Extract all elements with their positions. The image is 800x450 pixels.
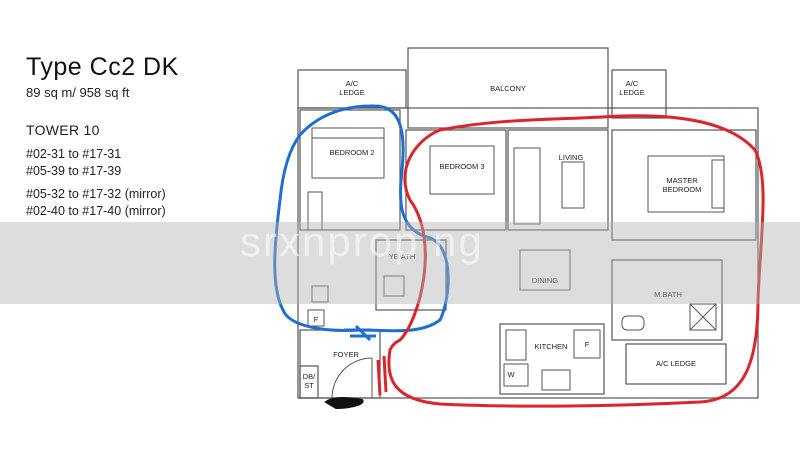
shower (689, 303, 717, 331)
label-bedroom3: BEDROOM 3 (439, 162, 484, 171)
bedroom3-walls (405, 129, 507, 231)
label-master-1: MASTER (666, 176, 698, 185)
label-kitchen: KITCHEN (535, 342, 568, 351)
unit-range-mirror: #02-40 to #17-40 (mirror) (26, 204, 166, 218)
label-ac-ledge-bottom: A/C LEDGE (656, 359, 696, 368)
fridge-box (573, 329, 601, 359)
unit-range: #05-39 to #17-39 (26, 164, 122, 178)
bath2-basin (383, 275, 405, 297)
washer-box (503, 363, 529, 387)
label-dining: DINING (532, 276, 558, 285)
watermark-band (0, 222, 800, 304)
blue-scribble (344, 324, 376, 342)
living-walls (507, 129, 609, 231)
label-store-f: F (314, 315, 319, 324)
ac-ledge-top-right-area (611, 69, 667, 119)
watermark: srxnprop ng (240, 218, 484, 265)
unit-info-panel: Type Cc2 DK 89 sq m/ 958 sq ft TOWER 10 … (26, 52, 276, 220)
bedroom2-walls (299, 109, 401, 231)
pillow-bedroom2 (311, 127, 385, 139)
unit-range-mirror: #05-32 to #17-32 (mirror) (26, 187, 166, 201)
label-washer: W (507, 370, 515, 379)
coffee-table (561, 161, 585, 209)
unit-range: #02-31 to #17-31 (26, 147, 122, 161)
master-bath-walls (611, 259, 723, 341)
label-bedroom2: BEDROOM 2 (329, 148, 374, 157)
label-ac-ledge-tr-2: LEDGE (619, 88, 644, 97)
db-st-walls (299, 365, 319, 399)
master-toilet (621, 315, 645, 331)
balcony-area (407, 47, 609, 129)
plan-walls (297, 47, 759, 399)
sofa (513, 147, 541, 225)
wardrobe-master (711, 159, 725, 209)
kitchen-sink (505, 329, 527, 361)
label-bath2: YB.ATH (389, 252, 416, 261)
label-fridge: F (585, 340, 590, 349)
dining-table (519, 249, 571, 291)
kitchen-hob (541, 369, 571, 391)
shower-cross-b (689, 303, 717, 331)
unit-area: 89 sq m/ 958 sq ft (26, 85, 130, 100)
unit-list-group1: #02-31 to #17-31 #05-39 to #17-39 (26, 146, 276, 180)
unit-type-title: Type Cc2 DK (26, 53, 179, 81)
black-door-mark (324, 397, 364, 410)
label-ac-ledge-tr-1: A/C (626, 79, 639, 88)
bath2-walls (375, 239, 447, 311)
blue-outline-bedroom2 (273, 104, 450, 333)
label-master-bath: M.BATH (654, 290, 682, 299)
master-bedroom-walls (611, 129, 757, 241)
unit-list-group2: #05-32 to #17-32 (mirror) #02-40 to #17-… (26, 186, 276, 220)
tower-label: TOWER 10 (26, 122, 100, 138)
label-db: DB/ (303, 372, 316, 381)
label-balcony: BALCONY (490, 84, 526, 93)
plan-furniture (307, 127, 725, 399)
ac-ledge-bottom-area (625, 343, 727, 385)
label-st: ST (304, 381, 314, 390)
label-living: LIVING (559, 153, 584, 162)
bed-bedroom3 (429, 145, 495, 195)
label-ac-ledge-tl-2: LEDGE (339, 88, 364, 97)
kitchen-walls (499, 323, 605, 395)
apartment-shell (297, 107, 759, 399)
foyer-door-swing (331, 357, 373, 399)
wardrobe-bedroom2 (307, 191, 323, 231)
label-foyer: FOYER (333, 350, 359, 359)
bath2-toilet (311, 285, 329, 303)
label-ac-ledge-tl-1: A/C (346, 79, 359, 88)
store-box (307, 309, 325, 327)
red-outline-main (387, 114, 765, 408)
label-master-2: BEDROOM (663, 185, 702, 194)
red-door-mark (376, 355, 388, 396)
